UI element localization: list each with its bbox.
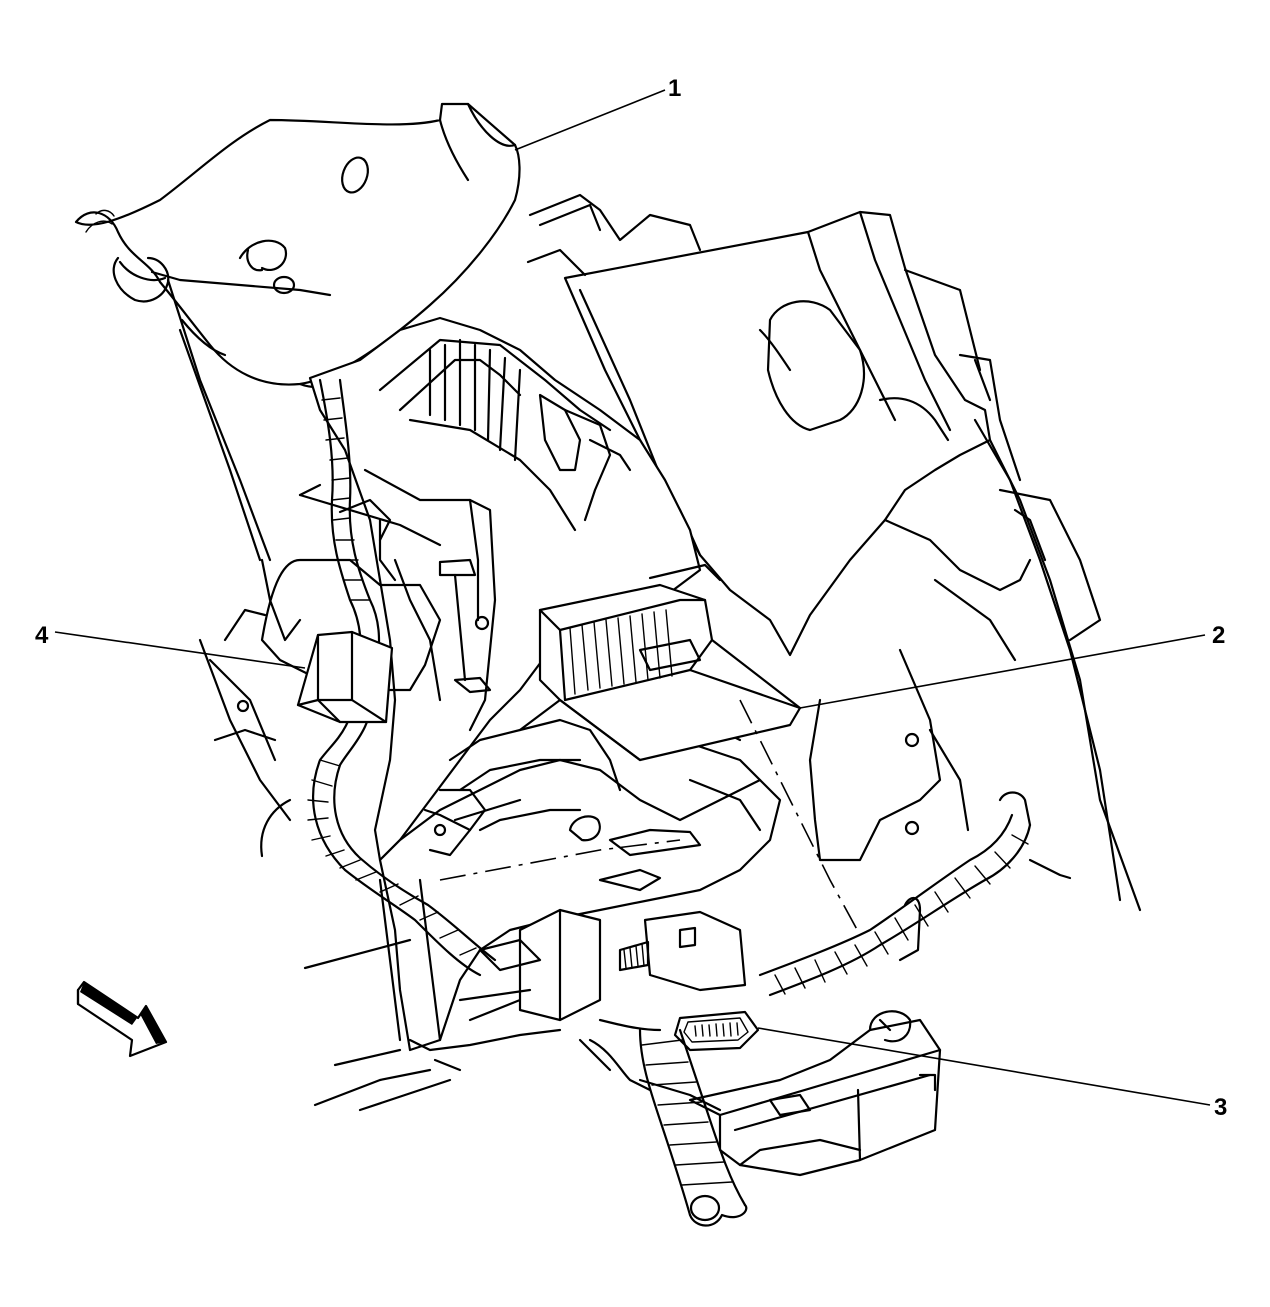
leader-line-2 <box>799 634 1206 709</box>
callout-label-4: 4 <box>35 622 49 649</box>
leader-line-3 <box>757 1027 1211 1106</box>
connector-4 <box>296 630 394 724</box>
hvac-duct-structure <box>308 316 702 862</box>
leader-line-4 <box>54 631 306 669</box>
instrument-panel-structure <box>526 193 1142 912</box>
left-side-panel <box>150 270 442 858</box>
forward-direction-arrow-icon <box>76 980 168 1058</box>
centerline <box>739 699 861 936</box>
leader-line-1 <box>514 89 666 151</box>
module-2 <box>538 563 802 762</box>
centerline-2 <box>439 839 681 881</box>
lower-console-bracket <box>303 688 782 1112</box>
steering-column-assembly <box>74 102 521 389</box>
data-link-connector-3 <box>673 1010 760 1052</box>
lower-connector-bracket <box>458 908 747 1022</box>
wiring-harness-left <box>307 378 497 977</box>
callout-label-3: 3 <box>1214 1094 1227 1121</box>
callout-label-2: 2 <box>1212 622 1225 649</box>
wiring-harness-right <box>758 791 1072 997</box>
main-harness-lower <box>578 1018 748 1227</box>
callout-label-1: 1 <box>668 75 681 102</box>
